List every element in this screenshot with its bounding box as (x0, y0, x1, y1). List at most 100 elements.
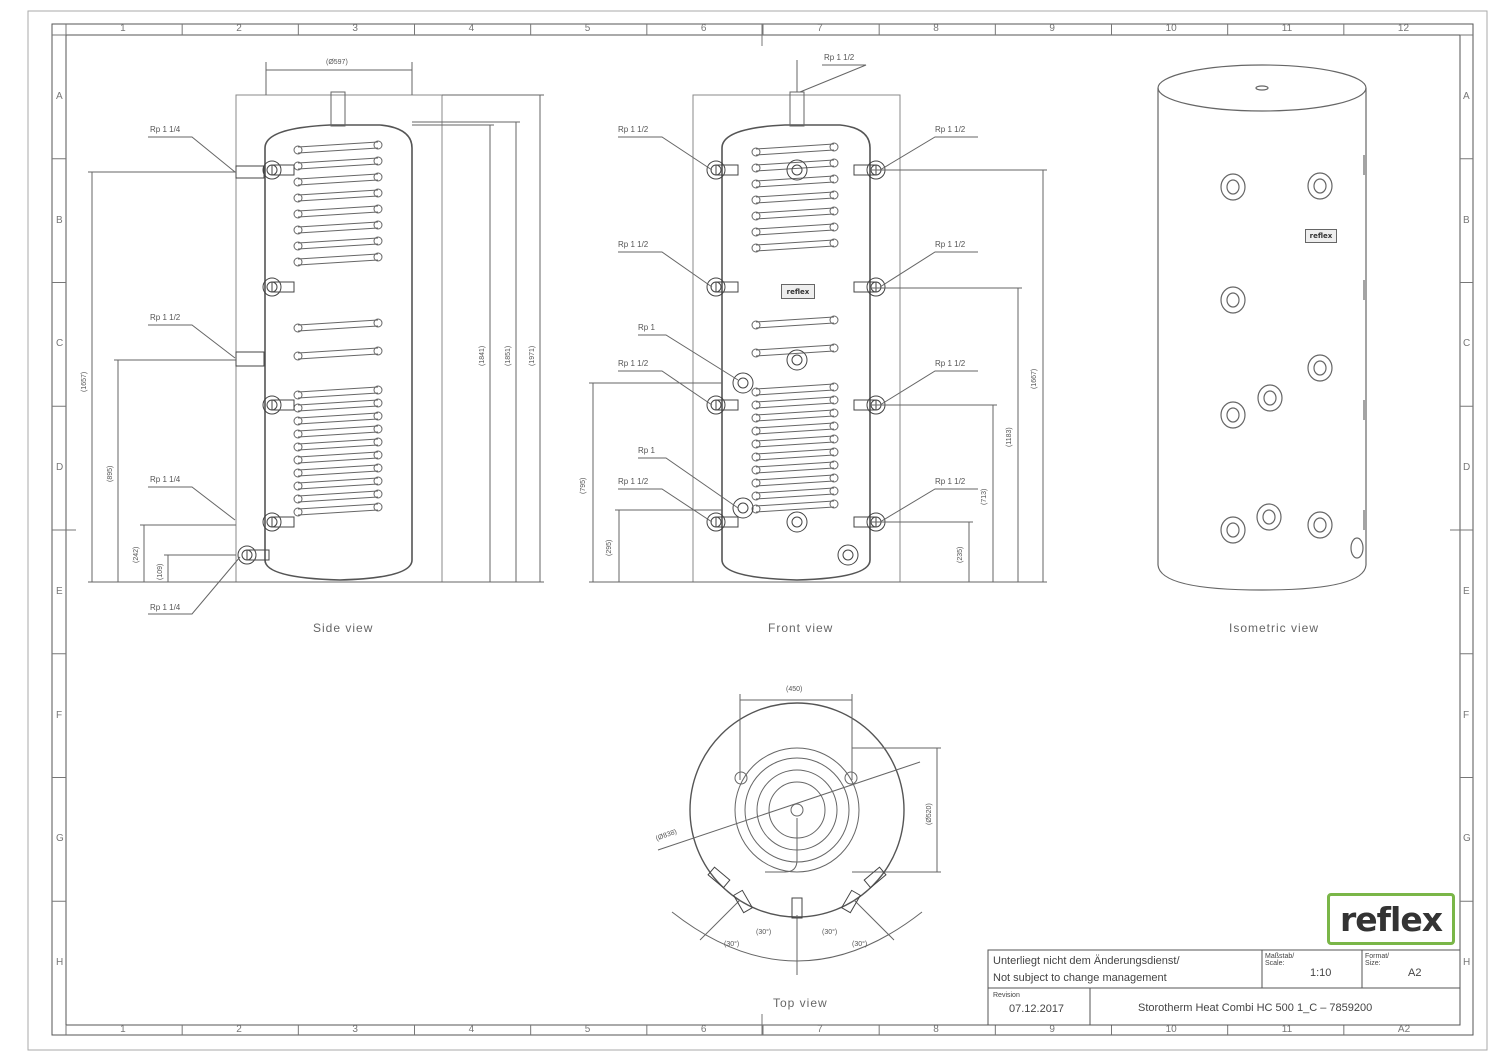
coil-turn (755, 409, 835, 416)
port-bore (842, 549, 854, 561)
coil-end (293, 193, 303, 203)
front-ref-top: Rp 1 1/2 (824, 53, 855, 62)
coil-turn (297, 259, 379, 266)
coil-turn (755, 229, 835, 236)
isometric-view-drawing (1157, 64, 1367, 591)
front-view-label: Front view (768, 621, 834, 635)
format-value: A2 (1408, 967, 1422, 979)
coil-turn (297, 347, 379, 354)
grid-col-label: 8 (933, 23, 939, 34)
coil-turn (755, 207, 835, 214)
nozzle-pipe (246, 549, 270, 561)
coil-end (373, 156, 383, 166)
coil-turn (755, 344, 835, 351)
coil-turn (297, 457, 379, 464)
grid-col-label-bottom: 7 (817, 1024, 823, 1035)
grid-row-label: A (56, 90, 63, 102)
coil-end (751, 452, 761, 462)
coil-end (829, 190, 839, 200)
reflex-logo: reflex (1327, 893, 1455, 945)
port-bore (791, 354, 803, 366)
coil-turn (297, 211, 379, 218)
coil-end (829, 222, 839, 232)
coil-turn (297, 227, 379, 234)
coil-end (373, 398, 383, 408)
side-dim-1851: (1851) (505, 345, 512, 366)
top-nozzle (707, 866, 731, 889)
coil-end (751, 504, 761, 514)
coil-end (751, 243, 761, 253)
coil-turn (297, 483, 379, 490)
nozzle (706, 277, 726, 297)
coil-end (293, 390, 303, 400)
coil-end (373, 502, 383, 512)
grid-row-label: E (56, 585, 63, 597)
nozzle-pipe (853, 281, 877, 293)
front-ref-2: Rp 1 1/2 (618, 240, 649, 249)
coil-end (751, 163, 761, 173)
coil-end (373, 188, 383, 198)
coil-end (829, 174, 839, 184)
coil-end (373, 236, 383, 246)
coil-end (373, 424, 383, 434)
grid-col-label-bottom: 2 (236, 1024, 242, 1035)
nozzle-pipe (271, 516, 295, 528)
coil-end (751, 195, 761, 205)
coil-end (829, 206, 839, 216)
coil-turn (297, 444, 379, 451)
coil-turn (755, 197, 835, 204)
front-ref-9: Rp 1 1/2 (618, 477, 649, 486)
coil-end (293, 257, 303, 267)
coil-end (829, 158, 839, 168)
nozzle-pipe (715, 516, 739, 528)
nozzle (262, 277, 282, 297)
coil-end (293, 241, 303, 251)
top-nozzle (863, 866, 887, 889)
coil-end (373, 411, 383, 421)
scale-value: 1:10 (1310, 967, 1332, 979)
side-dim-109: (109) (157, 563, 164, 580)
nozzle (706, 512, 726, 532)
iso-port (1307, 172, 1333, 200)
iso-port-bore (1226, 407, 1240, 423)
coil-turn (297, 451, 379, 458)
coil-turn (297, 195, 379, 202)
coil-turn (755, 487, 835, 494)
coil-turn (755, 500, 835, 507)
grid-col-label: 6 (700, 23, 707, 34)
coil-turn (297, 405, 379, 412)
coil-turn (755, 213, 835, 220)
iso-reflex-badge: reflex (1305, 229, 1337, 243)
coil-end (751, 465, 761, 475)
coil-end (373, 318, 383, 328)
grid-col-label: 9 (1049, 23, 1055, 34)
coil-end (829, 315, 839, 325)
port-bore (791, 516, 803, 528)
coil-turn (755, 422, 835, 429)
coil-turn (755, 165, 835, 172)
coil-turn (297, 243, 379, 250)
coil-turn (297, 237, 379, 244)
iso-port-bore (1226, 522, 1240, 538)
front-ref-5: Rp 1 (638, 323, 655, 332)
coil-turn (297, 496, 379, 503)
coil-end (751, 491, 761, 501)
grid-row-label-right: G (1463, 833, 1471, 845)
coil-end (829, 395, 839, 405)
coil-end (293, 442, 303, 452)
side-view-label: Side view (313, 621, 374, 635)
note-line-2: Not subject to change management (993, 972, 1167, 984)
coil-turn (297, 509, 379, 516)
iso-port-bore (1226, 179, 1240, 195)
port (786, 159, 808, 181)
coil-turn (297, 221, 379, 228)
nozzle (706, 395, 726, 415)
grid-col-label: 11 (1281, 23, 1293, 34)
coil-end (829, 343, 839, 353)
coil-turn (297, 490, 379, 497)
port (786, 511, 808, 533)
coil-end (373, 346, 383, 356)
coil-turn (297, 399, 379, 406)
port-bore (737, 377, 749, 389)
